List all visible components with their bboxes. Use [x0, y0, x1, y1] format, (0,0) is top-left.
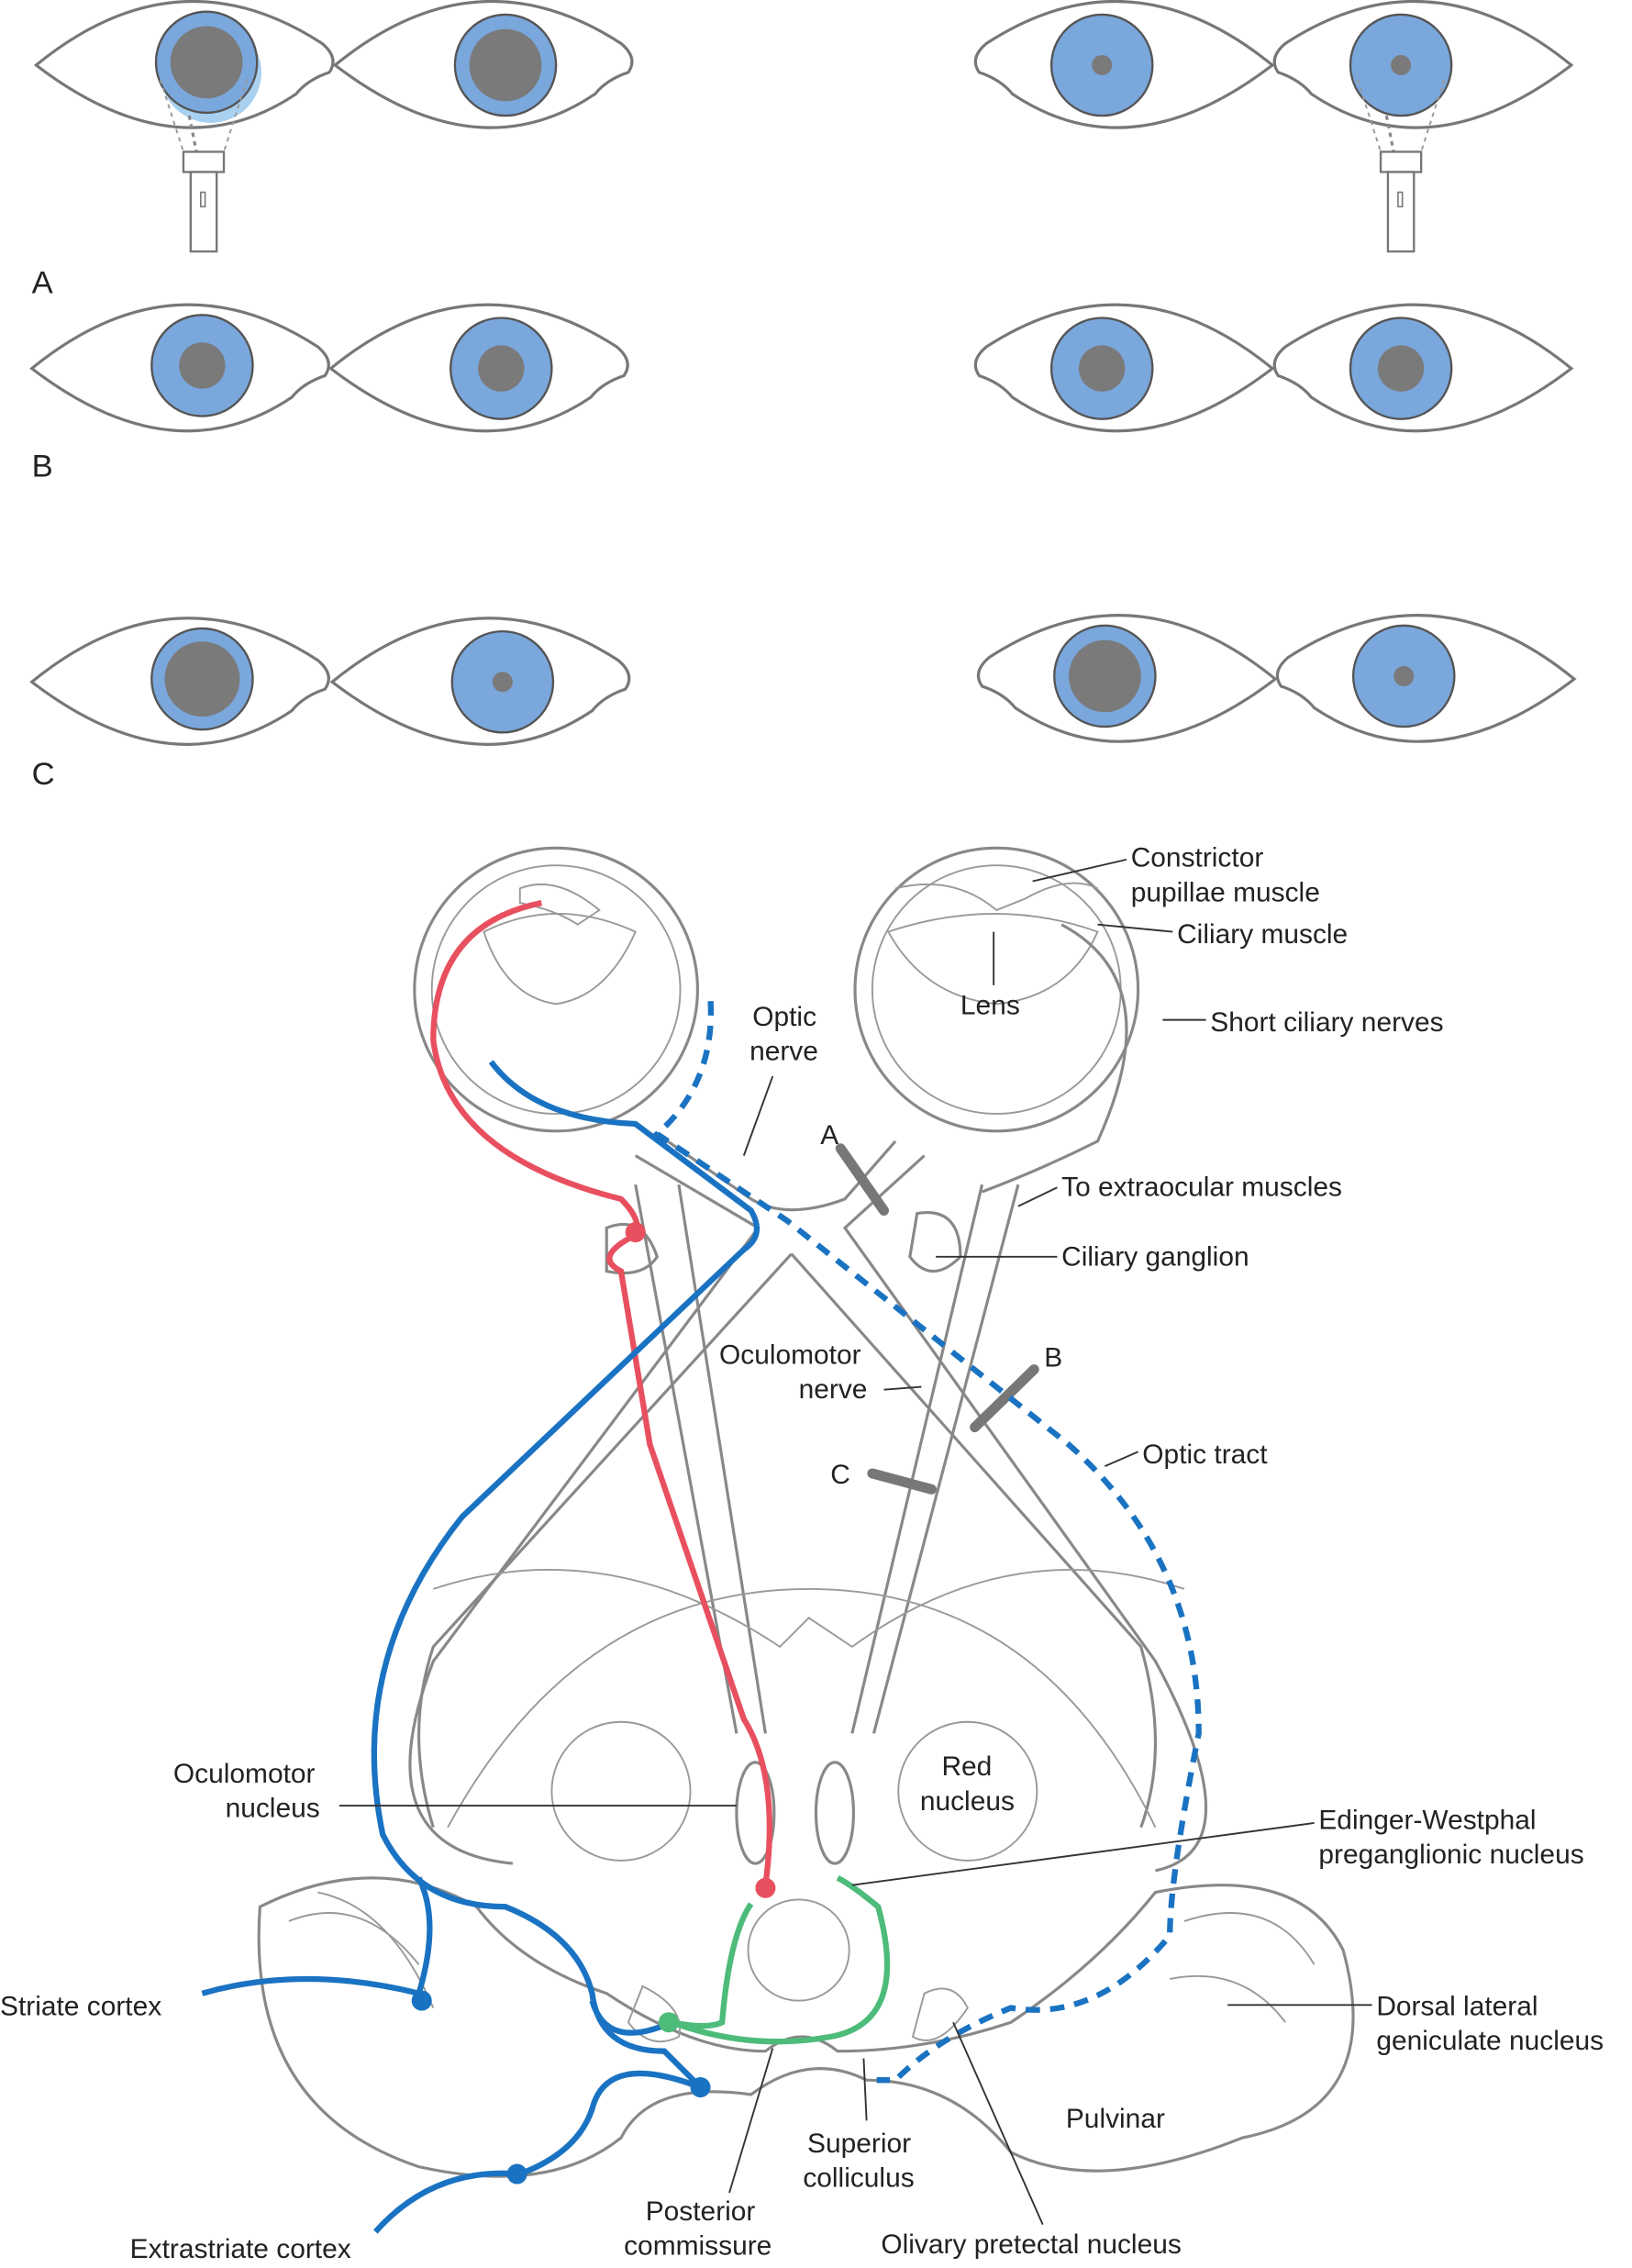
label-constrictor-1: Constrictor	[1131, 843, 1264, 873]
label-red-nucleus-2: nucleus	[920, 1786, 1015, 1817]
crossed-retinal-pathway	[652, 1000, 1202, 2084]
label-posterior-commissure-2: commissure	[624, 2231, 772, 2262]
label-extraocular: To extraocular muscles	[1061, 1173, 1342, 1203]
label-ciliary-muscle: Ciliary muscle	[1177, 919, 1348, 950]
label-dlgn-1: Dorsal lateral	[1376, 1991, 1538, 2021]
pretectal-pathway	[670, 1874, 891, 2045]
row-c: C	[30, 614, 1576, 792]
label-optic-nerve-1: Optic	[752, 1002, 816, 1032]
flashlight-icon	[159, 79, 249, 253]
label-lesion-b: B	[1044, 1342, 1062, 1373]
row-a: A	[32, 0, 1573, 301]
label-optic-tract: Optic tract	[1142, 1440, 1268, 1470]
label-oculomotor-nerve-1: Oculomotor	[719, 1340, 861, 1370]
label-dlgn-2: geniculate nucleus	[1376, 2026, 1604, 2056]
preganglionic-pathway	[430, 900, 773, 1886]
label-optic-nerve-2: nerve	[749, 1037, 818, 1067]
label-olivary-pretectal: Olivary pretectal nucleus	[881, 2229, 1181, 2260]
label-pulvinar: Pulvinar	[1066, 2104, 1165, 2134]
flashlight-icon	[1356, 79, 1446, 253]
label-oculomotor-nerve-2: nerve	[799, 1374, 868, 1405]
label-ciliary-ganglion: Ciliary ganglion	[1061, 1241, 1249, 1272]
panel-label-b: B	[32, 450, 53, 484]
label-oculomotor-nucleus-2: nucleus	[226, 1794, 320, 1824]
label-short-ciliary-nerves: Short ciliary nerves	[1210, 1007, 1443, 1038]
row-b: B	[30, 303, 1573, 484]
label-lesion-a: A	[820, 1120, 838, 1151]
labels: Constrictor pupillae muscle Ciliary musc…	[0, 843, 1604, 2264]
leader-lines	[339, 858, 1372, 2226]
label-oculomotor-nucleus-1: Oculomotor	[173, 1759, 316, 1789]
retinal-ganglion-pathway	[371, 1060, 760, 2090]
label-lesion-c: C	[830, 1460, 850, 1490]
label-striate-cortex: Striate cortex	[0, 1991, 161, 2021]
label-superior-colliculus-1: Superior	[807, 2129, 911, 2159]
label-edinger-1: Edinger-Westphal	[1318, 1805, 1536, 1835]
label-red-nucleus-1: Red	[941, 1751, 992, 1782]
label-superior-colliculus-2: colliculus	[803, 2163, 914, 2194]
label-edinger-2: preganglionic nucleus	[1318, 1840, 1583, 1870]
label-lens: Lens	[960, 990, 1020, 1020]
pathways	[201, 900, 1202, 2234]
panel-label-a: A	[32, 266, 54, 301]
panel-label-c: C	[32, 757, 55, 792]
label-constrictor-2: pupillae muscle	[1131, 878, 1320, 908]
label-posterior-commissure-1: Posterior	[646, 2196, 756, 2227]
label-extrastriate-cortex: Extrastriate cortex	[130, 2234, 351, 2264]
